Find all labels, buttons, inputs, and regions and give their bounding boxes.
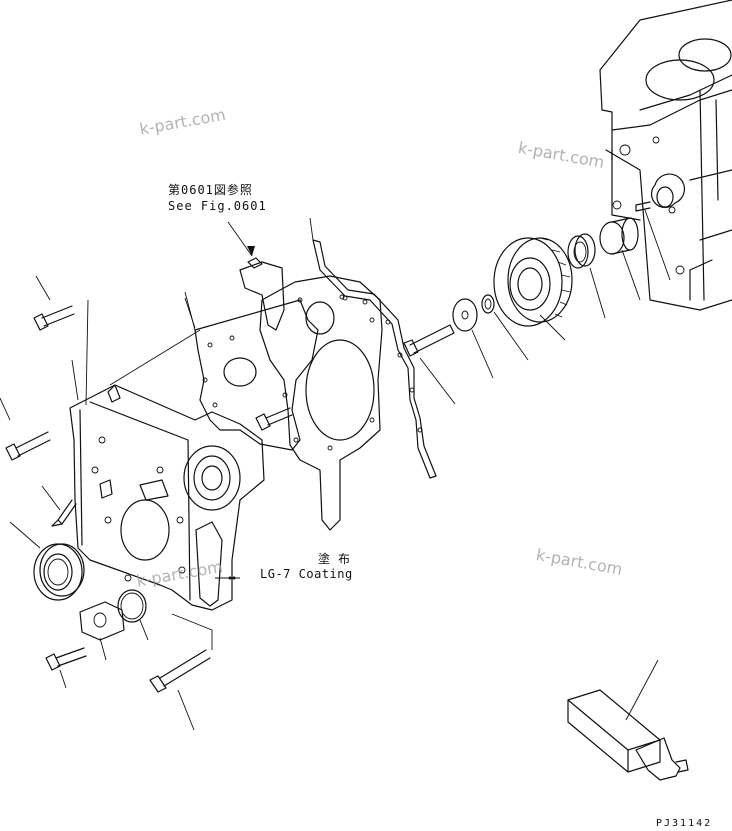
reference-label-en: See Fig.0601 [168,199,267,213]
oil-seal [9,521,85,601]
leader-line [109,329,201,386]
idler-gear [493,237,573,341]
thrust-washer [481,294,529,361]
leader-line [184,297,196,329]
bracket-fig0601 [227,221,285,331]
installation-tool [567,659,689,781]
bolt-lower-long [149,613,213,731]
coating-label-en: LG-7 Coating [260,567,353,581]
idler-shaft [599,217,641,301]
rear-gasket [309,217,437,479]
front-plate-gasket [259,275,383,531]
bolt-upper-left [33,275,89,406]
coating-leaders [215,576,240,582]
engine-block [599,0,732,311]
cover-plate [79,601,125,661]
locating-pin [41,485,77,527]
cover-bolt-small [255,407,293,431]
o-ring [117,589,149,641]
drawing-code: PJ31142 [656,818,713,829]
idler-bolt [403,324,456,405]
reference-label-jp: 第0601図参照 [168,183,253,197]
coating-label-jp: 塗布 [318,552,359,566]
bushing [567,233,606,319]
bolt-lower-left [45,647,87,689]
front-cover [69,384,265,611]
dowel-pin [635,201,671,281]
thrust-plate [452,298,494,379]
bolt-mid-left [0,359,79,461]
support-plate [184,291,319,451]
